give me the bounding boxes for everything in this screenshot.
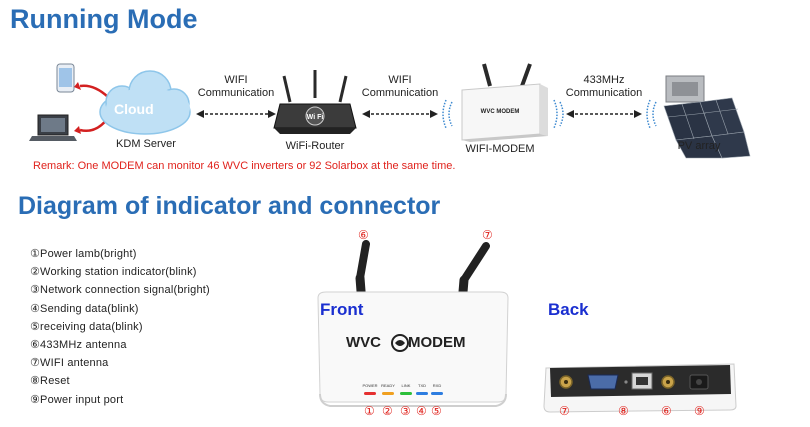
front-device-diagram: POWER READY LINK TXD RXD bbox=[317, 240, 509, 407]
led-label-ready: READY bbox=[381, 383, 395, 388]
brand-logo-inner-icon bbox=[395, 340, 405, 346]
front-label: Front bbox=[320, 300, 364, 319]
back-number-8: ⑧ bbox=[618, 404, 629, 418]
wifi-router-label: WiFi-Router bbox=[285, 140, 345, 152]
back-number-9: ⑨ bbox=[694, 404, 705, 418]
legend-item: ④Sending data(blink) bbox=[30, 302, 139, 315]
legend-item: ⑤receiving data(blink) bbox=[30, 320, 143, 333]
wifi-comm-2-line-2: Communication bbox=[361, 87, 439, 99]
mhz-comm-line-1: 433MHz bbox=[583, 74, 625, 86]
mhz-comm-line-2: Communication bbox=[565, 87, 643, 99]
back-label: Back bbox=[548, 300, 589, 319]
serial-port-icon bbox=[587, 374, 619, 390]
led-number-4: ④ bbox=[416, 404, 427, 418]
wifi-comm-2-line-1: WIFI bbox=[388, 74, 412, 86]
led-number-5: ⑤ bbox=[431, 404, 442, 418]
signal-wave-icon bbox=[442, 99, 453, 129]
wifi-antenna-connector-icon bbox=[559, 375, 573, 389]
led-label-txd: TXD bbox=[418, 383, 426, 388]
laptop-icon bbox=[29, 114, 77, 141]
legend-item: ①Power lamb(bright) bbox=[30, 248, 137, 260]
router-badge-text: Wi Fi bbox=[307, 114, 324, 121]
led-label-power: POWER bbox=[362, 383, 377, 388]
legend-item: ③Network connection signal(bright) bbox=[30, 284, 210, 297]
wifi-communication-label-1: WIFI Communication bbox=[196, 74, 276, 100]
front-brand-left: WVC bbox=[346, 334, 381, 351]
back-device-diagram bbox=[543, 363, 737, 413]
back-number-6: ⑥ bbox=[661, 404, 672, 418]
diagram-title: Diagram of indicator and connector bbox=[18, 192, 441, 220]
running-mode-title: Running Mode bbox=[10, 4, 198, 34]
led-rxd-icon bbox=[431, 392, 443, 395]
phone-icon bbox=[56, 63, 75, 93]
modem-badge-text: WVC MODEM bbox=[481, 109, 520, 115]
running-mode-diagram: Wi Fi WVC MODEM bbox=[29, 63, 751, 159]
power-port-icon bbox=[689, 374, 709, 390]
cloud-icon bbox=[99, 70, 191, 135]
legend-item: ⑥433MHz antenna bbox=[30, 339, 127, 352]
back-number-7: ⑦ bbox=[559, 404, 570, 418]
led-number-2: ② bbox=[382, 404, 393, 418]
pv-array-label: PV array bbox=[677, 140, 721, 152]
led-power-icon bbox=[364, 392, 376, 395]
wifi-router-icon bbox=[273, 70, 357, 134]
antenna-wifi-number: ⑦ bbox=[482, 228, 493, 242]
reset-button-icon bbox=[624, 380, 628, 384]
rf-antenna-connector-icon bbox=[661, 375, 675, 389]
pv-array-icon bbox=[663, 75, 751, 159]
legend-item: ⑨Power input port bbox=[30, 393, 124, 406]
led-label-link: LINK bbox=[402, 383, 411, 388]
wifi-modem-label: WIFI-MODEM bbox=[465, 143, 535, 155]
wifi-communication-label-2: WIFI Communication bbox=[360, 74, 440, 100]
ethernet-port-icon bbox=[631, 372, 653, 390]
led-link-icon bbox=[400, 392, 412, 395]
led-label-rxd: RXD bbox=[433, 383, 442, 388]
legend-item: ②Working station indicator(blink) bbox=[30, 266, 197, 279]
signal-wave-icon-right bbox=[553, 99, 564, 129]
legend-item: ⑧Reset bbox=[30, 375, 70, 388]
led-ready-icon bbox=[382, 392, 394, 395]
remark-text: Remark: One MODEM can monitor 46 WVC inv… bbox=[33, 160, 456, 172]
led-txd-icon bbox=[416, 392, 428, 395]
rf-link-arrow bbox=[566, 110, 642, 118]
brand-logo-icon bbox=[391, 334, 409, 352]
led-number-3: ③ bbox=[400, 404, 411, 418]
front-brand-right: MODEM bbox=[408, 334, 466, 351]
led-number-1: ① bbox=[364, 404, 375, 418]
wifi-link-arrow-1 bbox=[196, 110, 276, 118]
signal-wave-icon-pv bbox=[646, 99, 657, 129]
legend-item: ⑦WIFI antenna bbox=[30, 357, 109, 370]
legend-list: ①Power lamb(bright) ②Working station ind… bbox=[30, 245, 210, 409]
wifi-comm-1-line-2: Communication bbox=[197, 87, 275, 99]
kdm-server-label: KDM Server bbox=[116, 138, 176, 150]
modem-front-body bbox=[317, 291, 509, 407]
wifi-comm-1-line-1: WIFI bbox=[224, 74, 248, 86]
wifi-modem-icon bbox=[461, 63, 548, 142]
mhz-communication-label: 433MHz Communication bbox=[562, 74, 646, 100]
antenna-433-number: ⑥ bbox=[358, 228, 369, 242]
cloud-label: Cloud bbox=[114, 101, 154, 117]
led-row bbox=[364, 392, 443, 395]
wifi-link-arrow-2 bbox=[362, 110, 438, 118]
